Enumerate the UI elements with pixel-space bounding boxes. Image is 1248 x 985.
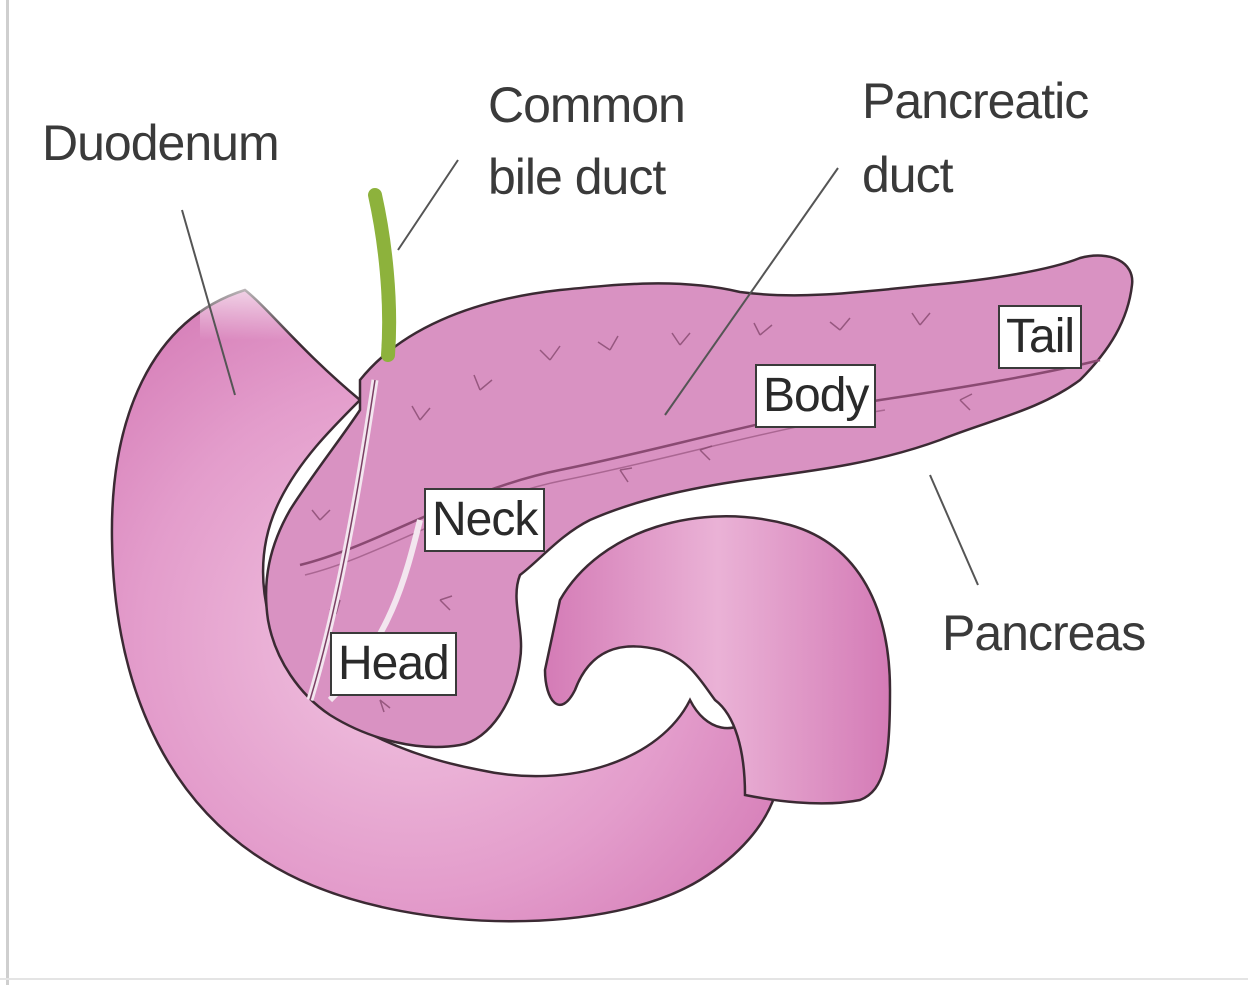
pancreatic-duct-label-line1: Pancreatic xyxy=(862,66,1088,136)
duodenum-label: Duodenum xyxy=(42,108,279,178)
duodenum-fade xyxy=(200,270,380,340)
head-label: Head xyxy=(330,632,457,696)
bile-duct-label-line1: Common xyxy=(488,70,685,140)
pancreas-label: Pancreas xyxy=(942,598,1145,668)
bile-duct-label-line2: bile duct xyxy=(488,142,665,212)
pancreatic-duct-label-line2: duct xyxy=(862,140,953,210)
tail-label: Tail xyxy=(998,305,1082,369)
neck-label: Neck xyxy=(424,488,545,552)
body-label: Body xyxy=(755,364,876,428)
